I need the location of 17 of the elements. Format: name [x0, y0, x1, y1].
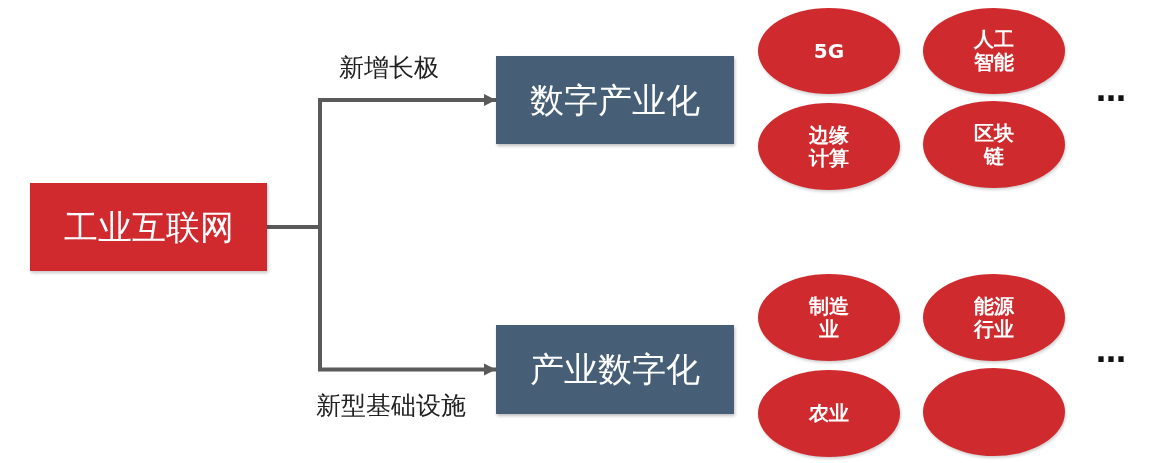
node-label: 边缘计算	[807, 123, 850, 170]
node-label: 农业	[808, 402, 850, 425]
ellipsis-label: …	[1096, 76, 1126, 106]
node-label: 人工智能	[973, 28, 1015, 74]
node-label: 制造业	[808, 294, 850, 341]
category-box	[496, 325, 734, 414]
node-label: 能源行业	[972, 294, 1015, 341]
edge-label: 新增长极	[339, 53, 439, 83]
ellipsis-label: …	[1096, 337, 1126, 367]
category-box	[496, 56, 734, 144]
node-label: 5G	[812, 39, 846, 63]
node-label: 产业数字化	[530, 349, 700, 390]
node-label: 工业互联网	[63, 206, 234, 248]
edge-label: 新型基础设施	[316, 391, 466, 421]
main-box	[30, 183, 267, 271]
node-label: 数字产业化	[530, 79, 700, 121]
node-label: 区块链	[973, 121, 1015, 168]
